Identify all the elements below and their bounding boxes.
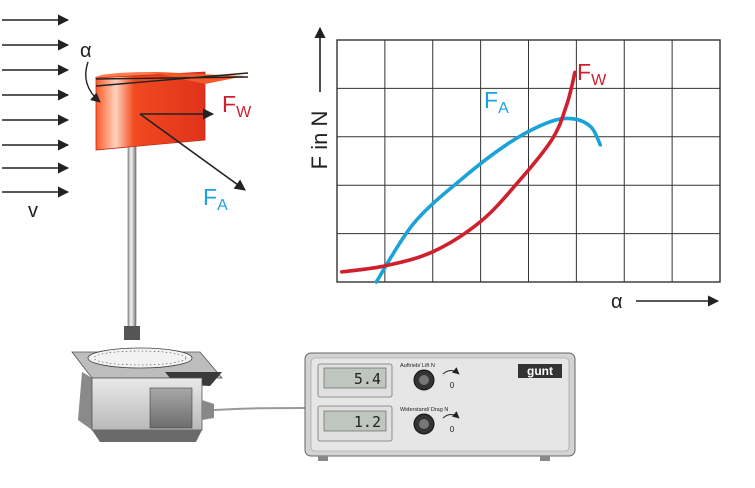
drag-lcd [323, 410, 387, 432]
chart-grid [336, 39, 721, 283]
flow-arrows [2, 14, 70, 198]
brand-logo [518, 364, 562, 378]
lift-caption: Auftrieb/ Lift N [400, 363, 435, 369]
flow-velocity-label: v [28, 200, 38, 222]
force-balance [71, 326, 223, 442]
brand-logo-text: gunt [527, 364, 553, 378]
rod-clamp [124, 326, 140, 340]
balance-sensor-block [149, 387, 193, 429]
display-unit-foot [318, 456, 328, 461]
angle-arc [85, 61, 101, 103]
lift-force-label: FA [203, 184, 228, 214]
y-axis-label: F in N [307, 111, 332, 170]
drag-force-label: FW [222, 91, 252, 121]
lift-force-arrow [139, 113, 246, 191]
angle-label: α [80, 40, 92, 62]
display-unit: gunt 5.4 Auftrieb/ Lift N 0 1.2 Widersta… [304, 352, 576, 461]
inclined-line [95, 72, 249, 87]
cable-connector [202, 400, 214, 420]
support-rod [127, 139, 137, 337]
balance-side [78, 372, 92, 430]
lift-zero-indicator-icon [442, 367, 460, 375]
series-label-drag: FW [577, 59, 607, 89]
lift-zero-label: 0 [450, 381, 455, 390]
angle-reference [85, 61, 249, 103]
series-line-f-a [374, 116, 603, 284]
wing-body [95, 71, 206, 151]
balance-foot [92, 430, 202, 442]
lift-lcd-value: 5.4 [354, 370, 381, 388]
drag-caption: Widerstand/ Drag N [400, 407, 448, 413]
signal-cable [213, 407, 306, 411]
series-label-lift: FA [484, 87, 509, 117]
force-angle-chart: F in N α FW FA [307, 26, 721, 313]
lift-lcd [323, 367, 387, 389]
force-arrows [139, 108, 246, 191]
lift-zero-knob-cap [419, 375, 429, 385]
drag-zero-label: 0 [450, 425, 455, 434]
x-axis-label: α [611, 291, 623, 313]
angle-scale-disc [87, 347, 193, 369]
chart-series [340, 70, 603, 284]
drag-lcd-value: 1.2 [354, 413, 381, 431]
angle-scale-ticks [93, 350, 187, 366]
drag-zero-knob-cap [419, 419, 429, 429]
drag-zero-indicator-icon [442, 411, 460, 419]
chord-line [95, 76, 249, 80]
display-unit-foot [540, 456, 550, 461]
series-line-f-w [340, 70, 577, 274]
